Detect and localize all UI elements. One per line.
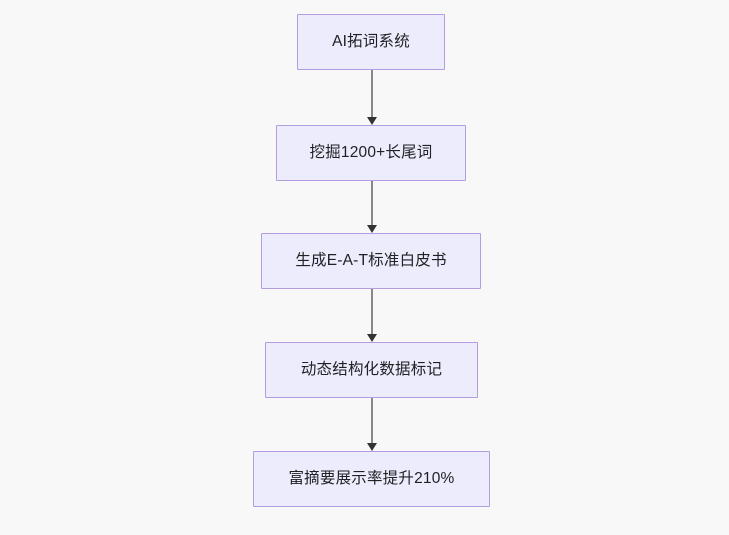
arrowhead-down-icon [367, 443, 377, 451]
flow-edge-n3-to-n4 [362, 289, 382, 342]
flow-node-label: AI拓词系统 [332, 32, 410, 50]
edge-line [371, 70, 373, 118]
flow-node-n3[interactable]: 生成E-A-T标准白皮书 [261, 233, 481, 289]
edge-line [371, 289, 373, 335]
flow-edge-n4-to-n5 [362, 398, 382, 451]
arrowhead-down-icon [367, 334, 377, 342]
edge-line [371, 181, 373, 226]
flow-node-label: 挖掘1200+长尾词 [309, 143, 433, 161]
flow-node-label: 动态结构化数据标记 [300, 360, 443, 378]
flow-node-label: 生成E-A-T标准白皮书 [295, 251, 447, 269]
flow-node-n1[interactable]: AI拓词系统 [297, 14, 445, 70]
arrowhead-down-icon [367, 117, 377, 125]
flow-edge-n2-to-n3 [362, 181, 382, 233]
flow-node-n4[interactable]: 动态结构化数据标记 [265, 342, 478, 398]
flow-edge-n1-to-n2 [362, 70, 382, 125]
flow-node-n2[interactable]: 挖掘1200+长尾词 [276, 125, 466, 181]
arrowhead-down-icon [367, 225, 377, 233]
edge-line [371, 398, 373, 444]
flow-node-label: 富摘要展示率提升210% [288, 469, 455, 487]
flow-node-n5[interactable]: 富摘要展示率提升210% [253, 451, 490, 507]
